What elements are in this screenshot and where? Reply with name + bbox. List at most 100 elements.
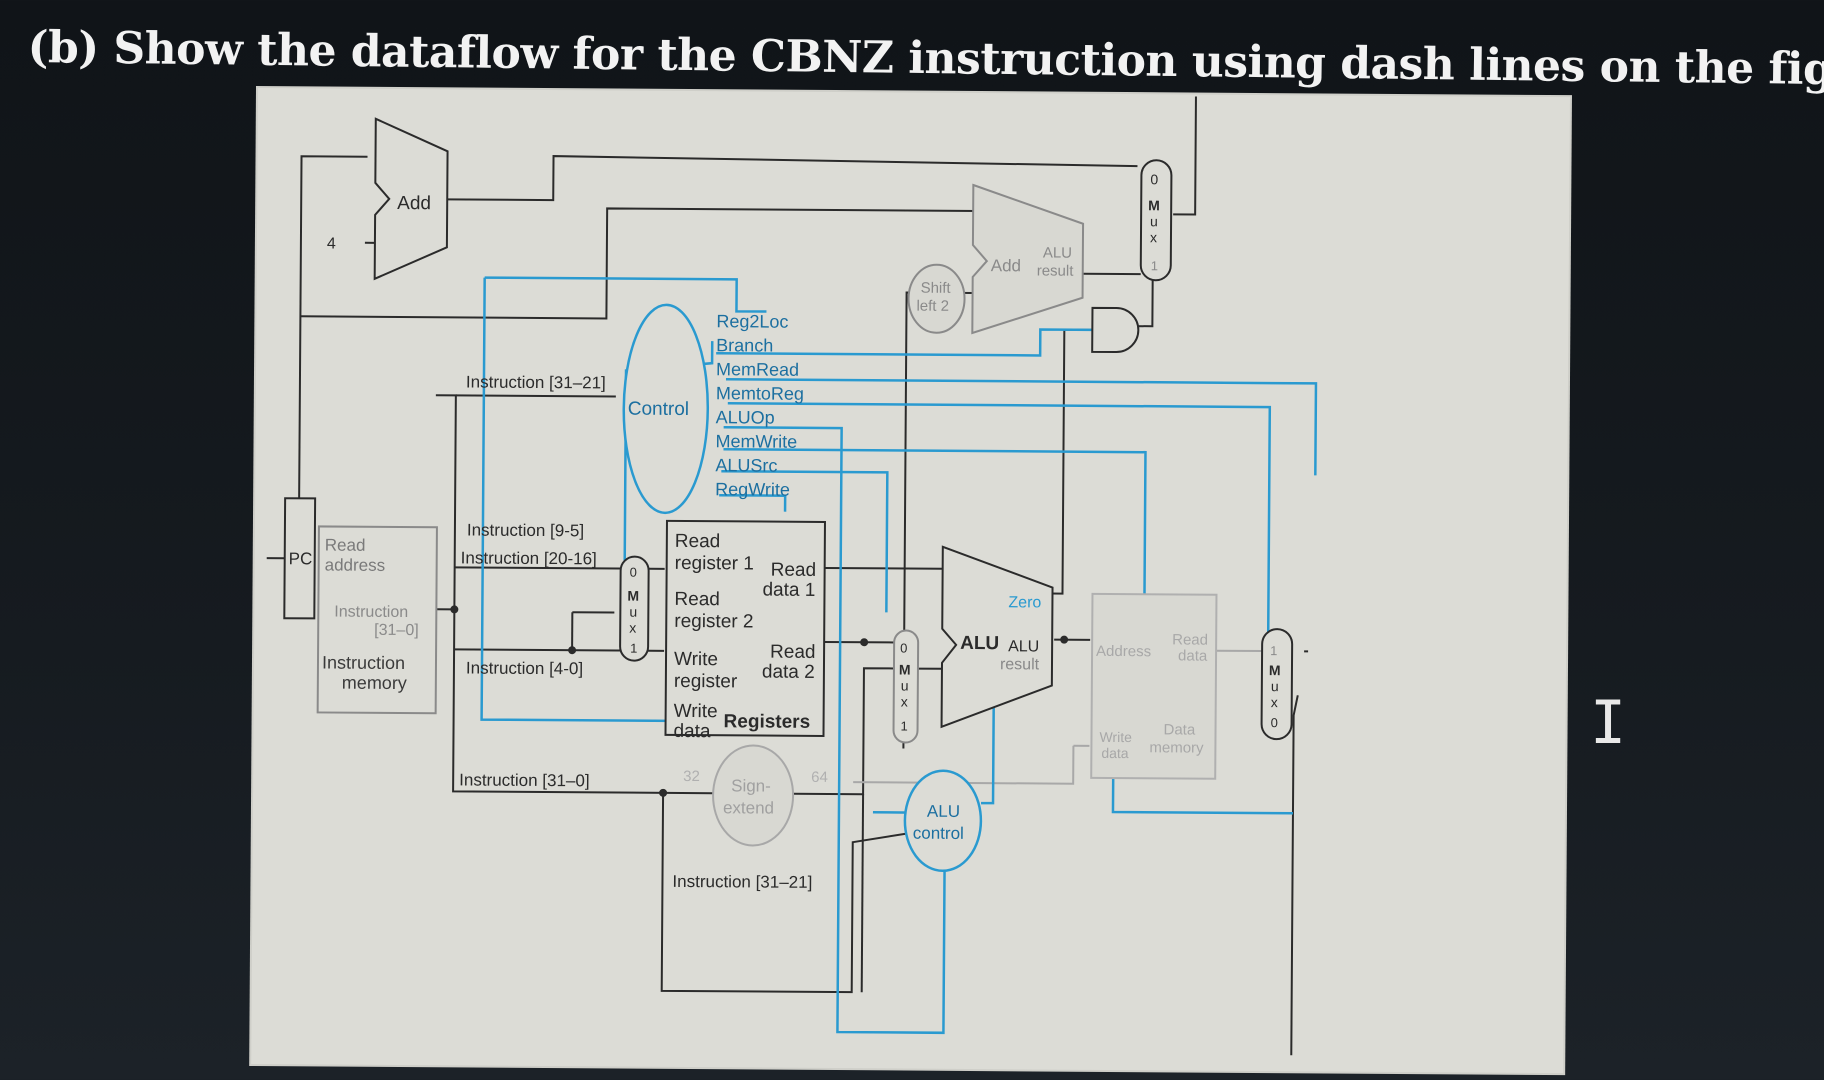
branch-add-label: Add [991, 256, 1021, 275]
reg-read1-b: register 1 [675, 553, 754, 575]
signal-memread: MemRead [716, 359, 799, 380]
pc-register [283, 497, 317, 620]
add-label: Add [397, 193, 431, 214]
pc-label: PC [289, 549, 313, 568]
alu-zero-label: Zero [1008, 594, 1041, 611]
question-text: (b) Show the dataflow for the CBNZ instr… [27, 22, 1824, 98]
shift-label: Shift [921, 280, 952, 297]
field-20-16: Instruction [20-16] [461, 548, 597, 568]
dm-write-a: Write [1099, 729, 1132, 745]
register-file [664, 519, 826, 737]
reg-rd2-b: data 2 [762, 662, 815, 683]
memtoreg-mux-m: M [1269, 662, 1281, 678]
memtoreg-mux-one: 1 [1270, 643, 1277, 658]
control-label: Control [628, 399, 689, 420]
shift-left-2 [907, 263, 966, 334]
signal-alusrc: ALUSrc [715, 455, 777, 475]
alusrc-mux [892, 629, 920, 744]
im-title-2: memory [342, 673, 407, 693]
signal-reg2loc: Reg2Loc [716, 311, 788, 332]
datapath-wires [266, 96, 1309, 1056]
pcsrc-mux-zero: 0 [1150, 171, 1158, 187]
im-bits: [31–0] [374, 622, 419, 639]
reg2loc-mux-zero: 0 [630, 565, 637, 580]
reg-wdata-b: data [673, 721, 711, 742]
pcsrc-mux-one: 1 [1151, 258, 1158, 273]
dm-write-b: data [1101, 745, 1129, 761]
pc-adder [373, 117, 449, 281]
reg-rd2-a: Read [770, 642, 816, 663]
reg2loc-mux-x: x [629, 620, 636, 636]
reg2loc-mux-m: M [627, 588, 639, 604]
field-4-0: Instruction [4-0] [466, 658, 583, 678]
control-unit [622, 303, 710, 515]
pcsrc-mux-m: M [1148, 197, 1160, 213]
sign-extend-b: extend [723, 798, 774, 817]
signal-memtoreg: MemtoReg [716, 383, 804, 404]
pcsrc-mux-u: u [1150, 213, 1158, 229]
alu-label: ALU [960, 633, 999, 654]
sign-extend-a: Sign- [731, 776, 771, 795]
field-31-0: Instruction [31–0] [459, 770, 590, 790]
alu-control-b: control [913, 824, 964, 843]
memtoreg-mux-zero: 0 [1271, 715, 1278, 730]
memtoreg-mux-u: u [1271, 678, 1279, 694]
signal-branch: Branch [716, 335, 773, 355]
datapath-diagram: Add 4 Add ALU result Shift left 2 0 M u … [266, 96, 1318, 1056]
reg-wdata-a: Write [674, 701, 718, 722]
alusrc-mux-zero: 0 [900, 640, 907, 655]
branch-alu-label: ALU [1043, 244, 1072, 261]
branch-adder [971, 183, 1085, 335]
dm-title-a: Data [1163, 721, 1195, 738]
alu-control-a: ALU [927, 802, 960, 821]
im-instruction: Instruction [334, 604, 408, 622]
bits-32: 32 [683, 768, 700, 785]
alusrc-mux-one: 1 [901, 719, 908, 734]
field-31-21: Instruction [31–21] [466, 372, 606, 392]
text-cursor-icon: I [1590, 688, 1627, 758]
signal-memwrite: MemWrite [715, 431, 797, 452]
data-memory [1090, 592, 1218, 780]
alu-result-label-a: ALU [1008, 638, 1039, 655]
branch-and-gate [1091, 306, 1140, 353]
instruction-memory [316, 525, 438, 715]
reg-write-a: Write [674, 649, 718, 670]
reg-write-b: register [674, 671, 738, 692]
alu-result-label-b: result [1000, 656, 1040, 673]
bits-64: 64 [811, 769, 828, 786]
reg-read2-a: Read [674, 589, 720, 610]
dm-title-b: memory [1149, 739, 1204, 756]
im-read: Read [325, 535, 366, 554]
dm-address: Address [1096, 643, 1151, 660]
datapath-figure: Add 4 Add ALU result Shift left 2 0 M u … [251, 88, 1570, 1074]
memtoreg-mux [1260, 628, 1294, 741]
dm-read-b: data [1178, 647, 1208, 664]
memtoreg-mux-x: x [1271, 694, 1278, 710]
reg-rd1-b: data 1 [762, 580, 815, 601]
sign-extend [712, 744, 795, 847]
im-title: Instruction [322, 652, 405, 673]
registers-title: Registers [724, 711, 811, 733]
four-label: 4 [327, 235, 336, 252]
field-31-21-bottom: Instruction [31–21] [672, 872, 812, 892]
branch-result-label: result [1037, 262, 1075, 279]
alusrc-mux-m: M [899, 661, 911, 677]
alu-control [903, 769, 983, 873]
shift-label-2: left 2 [916, 298, 949, 315]
junction-dots [450, 605, 1069, 797]
signal-regwrite: RegWrite [715, 479, 790, 500]
reg-read2-b: register 2 [674, 611, 753, 633]
alusrc-mux-u: u [901, 678, 909, 694]
reg2loc-mux [619, 555, 650, 662]
pcsrc-mux-x: x [1150, 229, 1157, 245]
im-address: address [325, 555, 386, 574]
reg2loc-mux-u: u [629, 604, 637, 620]
dm-read-a: Read [1172, 631, 1208, 648]
field-9-5: Instruction [9-5] [467, 520, 584, 540]
pcsrc-mux [1139, 159, 1173, 282]
main-alu [940, 545, 1054, 729]
alusrc-mux-x: x [901, 694, 908, 710]
reg2loc-mux-one: 1 [630, 641, 637, 656]
reg-rd1-a: Read [771, 560, 817, 581]
reg-read1-a: Read [675, 531, 721, 552]
